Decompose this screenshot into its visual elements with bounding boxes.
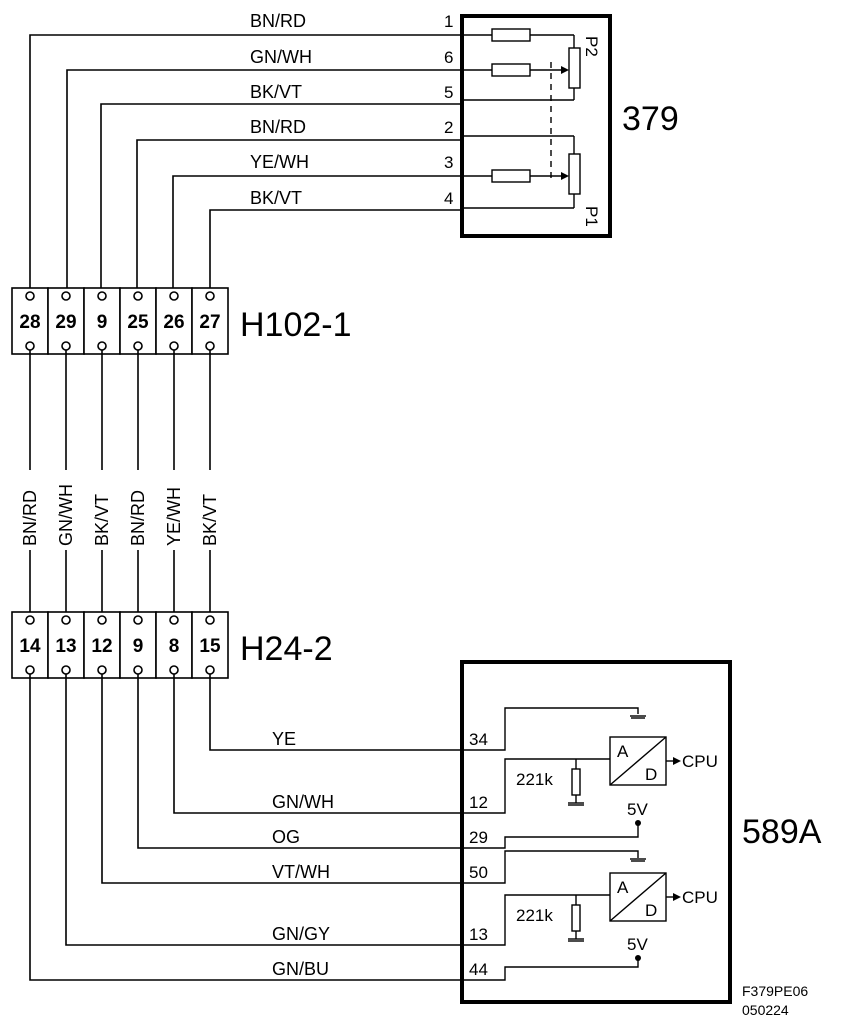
cpu-arrow-icon	[673, 757, 681, 765]
component-379-internals: P2 P1	[462, 28, 601, 227]
h24-pin: 8	[169, 636, 180, 657]
pin-379-4: 4	[444, 189, 453, 208]
vertical-wire-label: YE/WH	[164, 487, 184, 546]
pot-p2	[568, 47, 581, 89]
h24-pin: 9	[133, 636, 144, 657]
connector-h24-2: 14 13 12 9 8 15	[11, 611, 229, 679]
pin-589a-13: 13	[469, 925, 488, 944]
pin-589a-44: 44	[469, 960, 488, 979]
h102-pin: 27	[199, 312, 220, 333]
cpu-arrow-icon	[673, 893, 681, 901]
vertical-wire-label: GN/WH	[56, 484, 76, 546]
p1-wiper-arrow-icon	[561, 172, 569, 180]
pin-379-6: 6	[444, 48, 453, 67]
h102-pin: 28	[19, 312, 40, 333]
ad-d-label: D	[645, 901, 657, 920]
wire-label-589a-34: YE	[272, 729, 296, 749]
wire-label-589a-29: OG	[272, 827, 300, 847]
h102-pin: 25	[127, 312, 149, 333]
ad-a-label: A	[617, 878, 629, 897]
ad-d-label: D	[645, 765, 657, 784]
vertical-wire-label: BK/VT	[92, 494, 112, 546]
supply-node-icon	[635, 955, 641, 961]
h24-pin: 15	[199, 636, 221, 657]
cpu-label: CPU	[682, 752, 718, 771]
pin-589a-50: 50	[469, 863, 488, 882]
figure-date: 050224	[742, 1002, 789, 1018]
pin-379-1: 1	[444, 12, 453, 31]
pin-589a-29: 29	[469, 828, 488, 847]
wire-label-379-1: BN/RD	[250, 11, 306, 31]
p2-wiper-arrow-icon	[561, 66, 569, 74]
h102-pin: 29	[55, 312, 76, 333]
vertical-wire-label: BN/RD	[20, 490, 40, 546]
component-379-pins: 1 BN/RD 6 GN/WH 5 BK/VT 2 BN/RD 3 YE/WH …	[250, 11, 453, 208]
wire-label-589a-12: GN/WH	[272, 792, 334, 812]
wire-label-379-4: BK/VT	[250, 188, 302, 208]
resistor-221k	[571, 768, 581, 796]
converter-upper: 221k A D CPU 5V	[462, 707, 718, 884]
cpu-label: CPU	[682, 888, 718, 907]
pin-589a-34: 34	[469, 730, 488, 749]
wire-label-589a-13: GN/GY	[272, 924, 330, 944]
wires-h24-to-589a	[29, 674, 462, 981]
component-589a-pins: 34 YE 12 GN/WH 29 OG 50 VT/WH 13 GN/GY 4…	[272, 729, 488, 979]
converter-lower: 221k A D CPU 5V	[462, 872, 718, 981]
h24-pin: 12	[91, 636, 112, 657]
resistor-label: 221k	[516, 770, 553, 789]
wire-label-589a-44: GN/BU	[272, 959, 329, 979]
connector-h102-label: H102-1	[240, 306, 352, 344]
component-379-label: 379	[622, 100, 679, 138]
connector-h24-label: H24-2	[240, 630, 333, 668]
wire-label-379-2: BN/RD	[250, 117, 306, 137]
connector-h102-1: 28 29 9 25 26 27	[11, 287, 229, 355]
wire-label-379-6: GN/WH	[250, 47, 312, 67]
component-379-box	[460, 14, 612, 238]
resistor-label: 221k	[516, 906, 553, 925]
h24-pin: 13	[55, 636, 76, 657]
wire-label-379-5: BK/VT	[250, 82, 302, 102]
component-589a-label: 589A	[742, 813, 822, 851]
pot-p1	[568, 153, 581, 195]
vertical-wire-label: BN/RD	[128, 490, 148, 546]
pot-p2-label: P2	[582, 36, 601, 57]
pin-379-3: 3	[444, 153, 453, 172]
pin-379-2: 2	[444, 118, 453, 137]
supply-label: 5V	[627, 800, 648, 819]
h102-pin: 26	[163, 312, 184, 333]
supply-label: 5V	[627, 935, 648, 954]
h102-pin: 9	[97, 312, 108, 333]
h24-pin: 14	[19, 636, 41, 657]
figure-code: F379PE06	[742, 983, 808, 999]
wire-label-589a-50: VT/WH	[272, 862, 330, 882]
ad-a-label: A	[617, 742, 629, 761]
component-589a-box	[460, 660, 732, 1004]
wire-label-379-3: YE/WH	[250, 152, 309, 172]
resistor-221k	[571, 904, 581, 932]
supply-node-icon	[635, 820, 641, 826]
vertical-wire-label: BK/VT	[200, 494, 220, 546]
wires-379-to-h102	[29, 34, 462, 292]
vertical-wires: BN/RD GN/WH BK/VT BN/RD YE/WH BK/VT	[16, 350, 226, 616]
pin-589a-12: 12	[469, 793, 488, 812]
pot-p1-label: P1	[582, 206, 601, 227]
pin-379-5: 5	[444, 83, 453, 102]
